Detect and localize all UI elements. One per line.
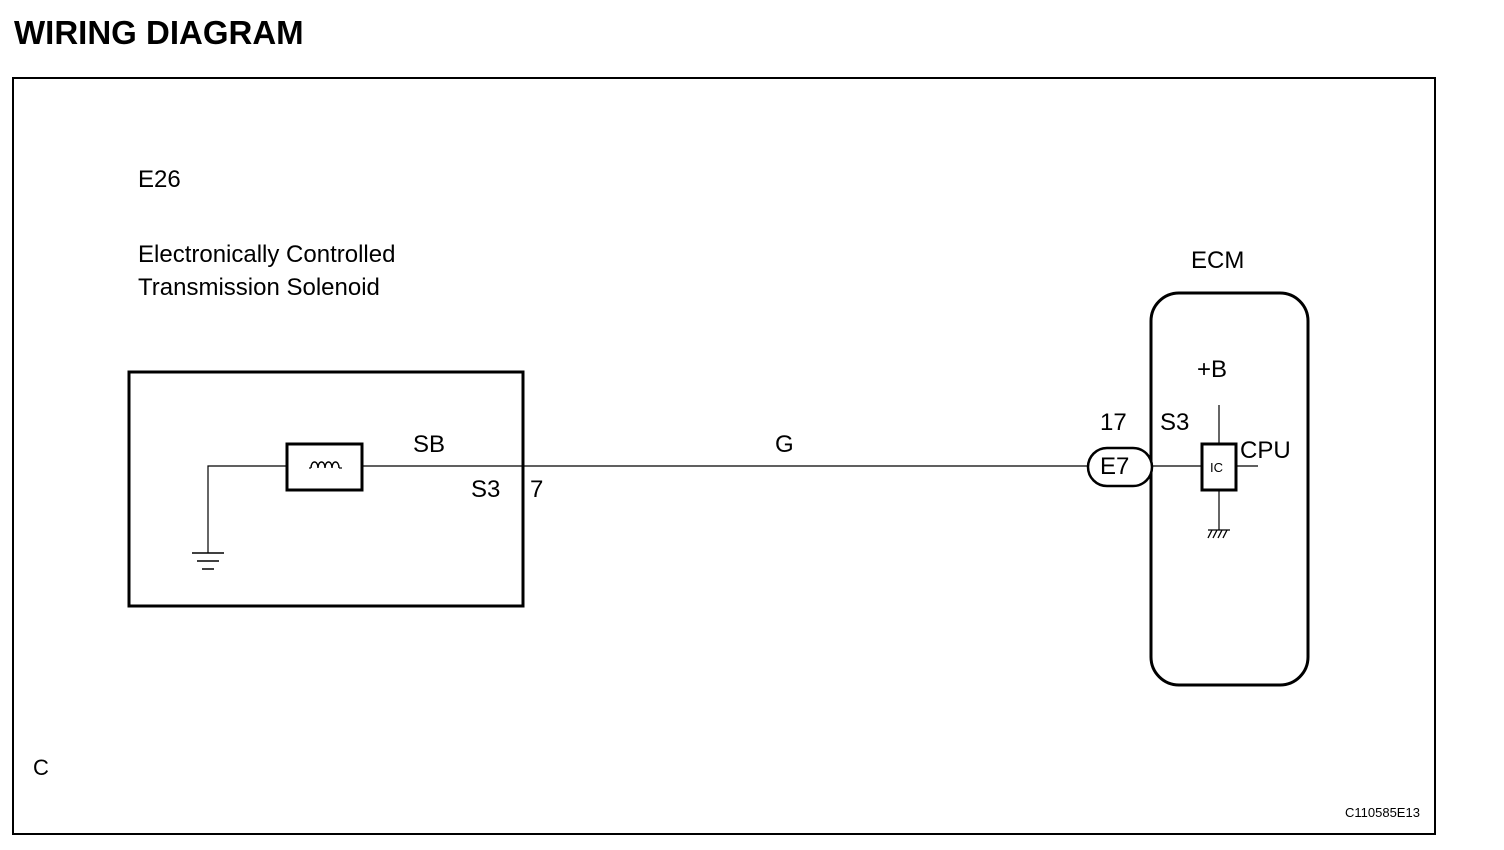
solenoid-connector-label: E26 <box>138 166 181 193</box>
solenoid-coil-icon <box>285 442 364 492</box>
figure-code: C110585E13 <box>1345 805 1420 820</box>
ecm-box <box>1149 291 1310 687</box>
solenoid-pin-number: 7 <box>530 476 544 503</box>
solenoid-name-line2: Transmission Solenoid <box>138 274 380 301</box>
solenoid-box <box>127 370 525 608</box>
ecm-label: ECM <box>1191 247 1245 274</box>
ecm-power-label: +B <box>1197 356 1228 383</box>
page-title: WIRING DIAGRAM <box>14 14 304 51</box>
ecm-connector-label: E7 <box>1100 453 1130 480</box>
diagram-frame <box>12 77 1436 835</box>
corner-letter: C <box>33 755 49 780</box>
wire-color-label: G <box>775 431 794 458</box>
ecm-pin-name: S3 <box>1160 409 1190 436</box>
ecm-connector-oval <box>1086 446 1154 488</box>
ground-icon <box>192 552 224 570</box>
ecm-pin-number: 17 <box>1100 409 1127 436</box>
cpu-label: CPU <box>1240 437 1291 464</box>
solenoid-pin-name: S3 <box>471 476 501 503</box>
ground-wire <box>207 465 288 553</box>
ic-label: IC <box>1210 460 1223 475</box>
solenoid-name-line1: Electronically Controlled <box>138 241 396 268</box>
chassis-ground-icon <box>1207 529 1230 539</box>
coil-terminal-label: SB <box>413 431 446 458</box>
